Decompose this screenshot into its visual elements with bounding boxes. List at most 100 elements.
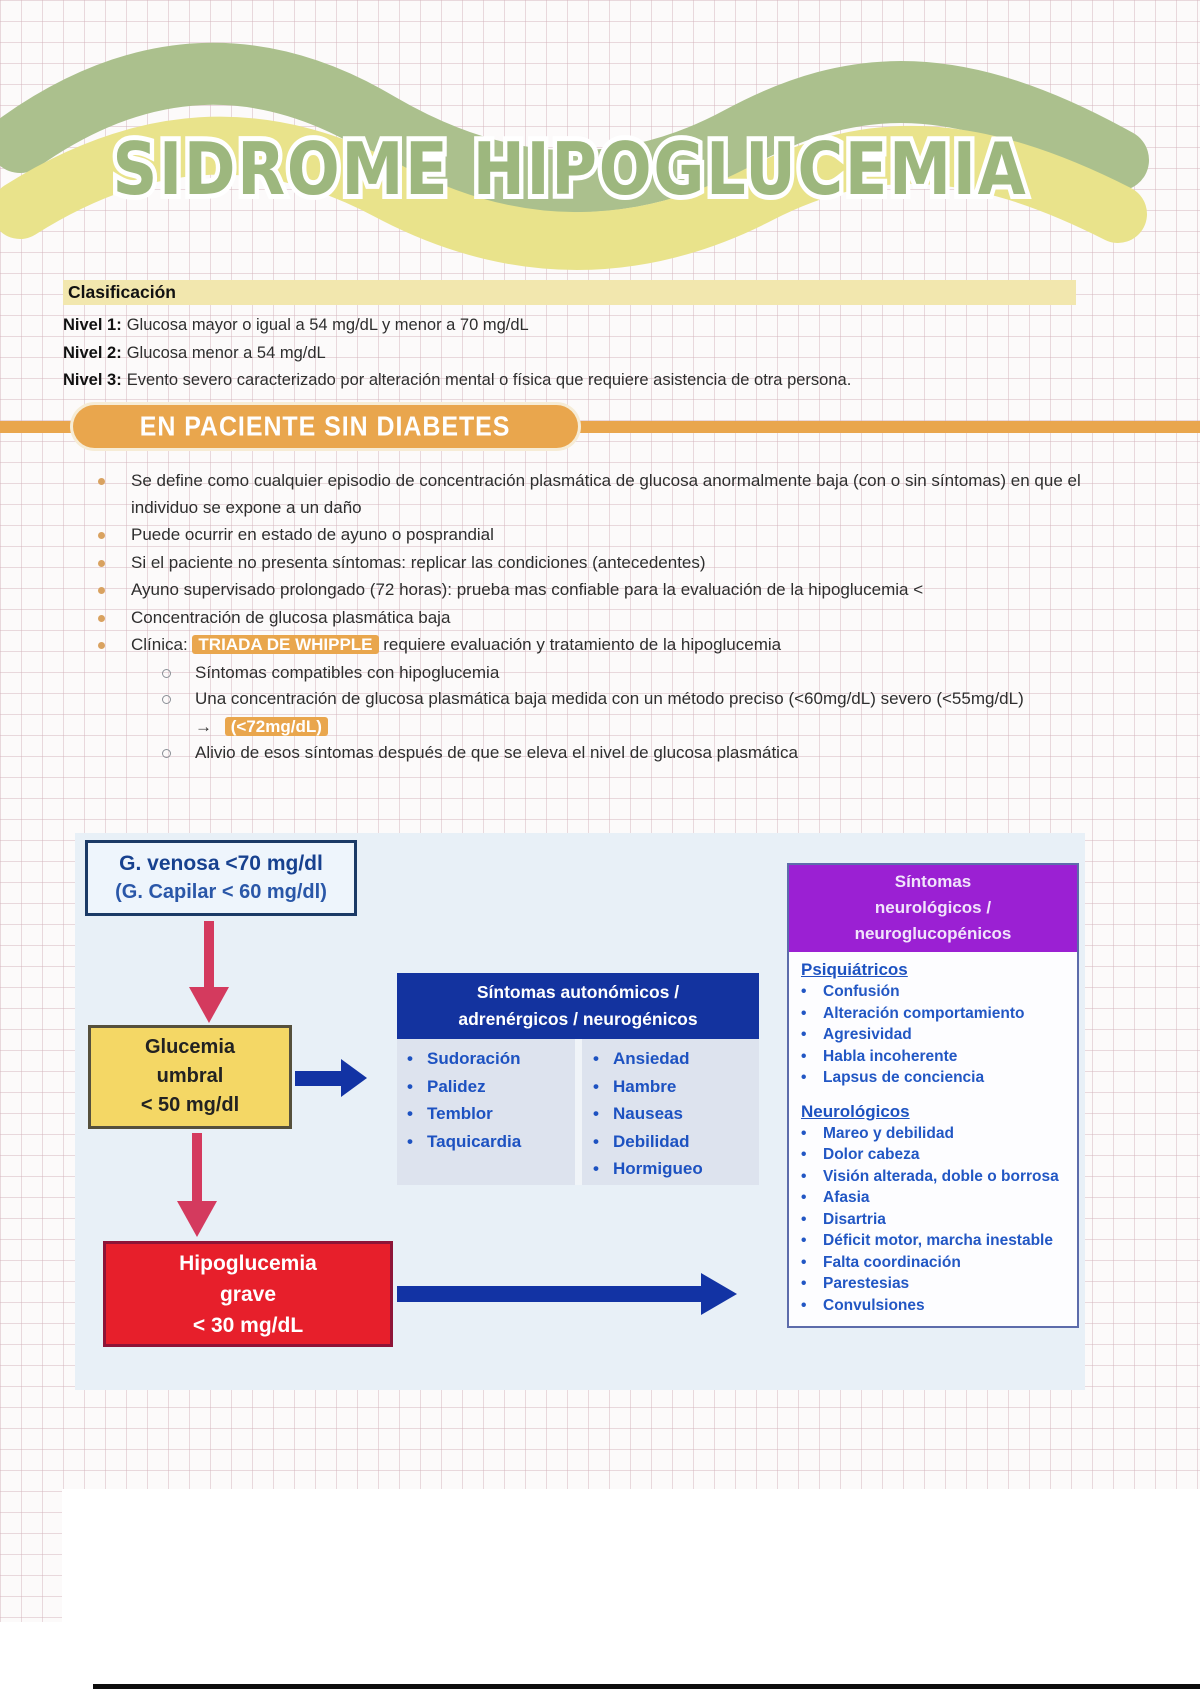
circle-bullet-icon [162,668,171,678]
threshold-line2: umbral [156,1065,224,1087]
dot-bullet-icon: • [801,1069,807,1086]
sub-list-item: Alivio de esos síntomas después de que s… [162,740,1090,767]
severe-line1: Hipoglucemia [179,1252,317,1275]
list-item: Concentración de glucosa plasmática baja [98,605,1090,632]
dot-bullet-icon: • [801,1124,807,1142]
dot-bullet-icon: • [801,1253,807,1271]
symptom-item: • Dolor cabeza [801,1144,1067,1166]
neurologic-symptoms-panel: Síntomas neurológicos / neuroglucopénico… [787,863,1079,1328]
neuro-header-line1: Síntomas [894,872,972,891]
yellow-wave-ribbon [0,116,1147,270]
neuro-header-line2: neurológicos / [874,898,992,917]
bullet-dot-icon [98,478,105,485]
symptom-text: Palidez [427,1076,486,1096]
symptom-text: Sudoración [427,1049,521,1068]
neurologic-heading: Neurológicos [801,1101,910,1121]
bullet-dot-icon [98,587,105,594]
symptom-item: • Alteración comportamiento [801,1003,1067,1025]
page-title: SIDROME HIPOGLUCEMIA [113,127,1028,211]
symptom-item: • Hambre [593,1073,755,1101]
list-item: Puede ocurrir en estado de ayuno o pospr… [98,522,1090,549]
sub-bullet-list: Síntomas compatibles con hipoglucemia Un… [162,660,1090,767]
symptom-item: • Afasia [801,1187,1067,1209]
sub-bullet-text: Síntomas compatibles con hipoglucemia [195,662,500,682]
classification-heading: Clasificación [63,280,1076,305]
bullet-text: Se define como cualquier episodio de con… [131,471,1081,517]
symptom-item: •Temblor [407,1100,572,1128]
blue-right-arrow-1 [295,1059,367,1097]
symptom-item: • Visión alterada, doble o borrosa [801,1166,1067,1188]
autonomic-left-column: •Sudoración •Palidez •Temblor •Taquicard… [407,1045,572,1155]
list-item: Ayuno supervisado prolongado (72 horas):… [98,577,1090,604]
red-down-arrow-1 [189,921,229,1023]
section-banner: EN PACIENTE SIN DIABETES [73,405,578,448]
symptom-text: Lapsus de conciencia [823,1069,985,1086]
dot-bullet-icon: • [593,1159,599,1178]
red-down-arrow-2 [177,1133,217,1237]
whipple-highlight: TRIADA DE WHIPPLE [192,635,379,654]
column-divider [575,1039,582,1185]
level-1-text: Glucosa mayor o igual a 54 mg/dL y menor… [126,316,529,334]
level-1: Nivel 1:Glucosa mayor o igual a 54 mg/dL… [63,315,1093,335]
level-2: Nivel 2:Glucosa menor a 54 mg/dL [63,343,1093,363]
symptom-text: Agresividad [823,1026,912,1043]
symptom-item: •Sudoración [407,1045,572,1073]
sub-bullet-main: Una concentración de glucosa plasmática … [195,689,1024,708]
symptom-item: •Parestesias [801,1273,1067,1295]
symptom-item: •Palidez [407,1073,572,1101]
neuro-header-line3: neuroglucopénicos [854,924,1012,943]
symptom-item: •Habla incoherente [801,1046,1067,1068]
clinica-prefix: Clínica: [131,635,188,654]
autonomic-header-line1: Síntomas autonómicos / [476,982,680,1002]
bullet-dot-icon [98,559,105,567]
clinica-line: Clínica: TRIADA DE WHIPPLE requiere eval… [131,632,781,659]
bullet-text: Concentración de glucosa plasmática baja [131,607,451,627]
symptom-text: Visión alterada, doble o borrosa [823,1167,1059,1185]
bottom-left-white-area [0,1622,62,1700]
autonomic-header-line2: adrenérgicos / neurogénicos [458,1009,698,1029]
level-3: Nivel 3:Evento severo caracterizado por … [63,370,1093,390]
symptom-text: Confusión [823,983,900,1000]
dot-bullet-icon: • [801,1167,807,1185]
symptom-item: •Falta coordinación [801,1252,1067,1274]
flowchart: G. venosa <70 mg/dl (G. Capilar < 60 mg/… [75,833,1085,1390]
symptom-text: Dolor cabeza [823,1146,920,1163]
dot-bullet-icon: • [801,983,807,1000]
sub-bullet-text: Una concentración de glucosa plasmática … [195,686,1024,740]
bullet-dot-icon [98,642,105,649]
dot-bullet-icon: • [593,1076,599,1096]
section-banner-label: EN PACIENTE SIN DIABETES [140,410,511,442]
bullet-text: Puede ocurrir en estado de ayuno o pospr… [131,525,494,544]
dot-bullet-icon: • [801,1189,807,1206]
symptom-item: •Déficit motor, marcha inestable [801,1230,1067,1252]
dot-bullet-icon: • [801,1296,807,1314]
circle-bullet-icon [162,749,171,758]
dot-bullet-icon: • [801,1275,807,1292]
level-2-label: Nivel 2: [63,343,122,362]
bullet-text: Si el paciente no presenta síntomas: rep… [131,552,706,572]
dot-bullet-icon: • [801,1004,807,1022]
symptom-text: Nauseas [613,1104,683,1123]
symptom-item: • Hormigueo [593,1155,755,1183]
symptom-item: •Nauseas [593,1100,755,1128]
symptom-text: Mareo y debilidad [823,1124,954,1142]
symptom-text: Convulsiones [823,1296,925,1314]
autonomic-right-column: •Ansiedad •Hambre •Nauseas •Debilidad •H… [593,1045,755,1183]
dot-bullet-icon: • [801,1146,807,1163]
arrow-result-line: → (<72mg/dL) [195,714,1024,741]
dot-bullet-icon: • [407,1104,413,1123]
clinica-suffix: requiere evaluación y tratamiento de la … [383,635,782,654]
symptom-text: Alteración comportamiento [823,1004,1025,1022]
dot-bullet-icon: • [801,1026,807,1043]
bullet-list: Se define como cualquier episodio de con… [98,468,1090,767]
threshold-line1: Glucemia [144,1036,236,1058]
symptom-text: Hormigueo [613,1159,703,1178]
symptom-text: Hambre [613,1076,677,1096]
symptom-text: Afasia [823,1189,870,1206]
level-2-text: Glucosa menor a 54 mg/dL [126,343,326,362]
venous-box-line2: (G. Capilar < 60 mg/dl) [115,881,327,903]
venous-glucose-box: G. venosa <70 mg/dl (G. Capilar < 60 mg/… [85,840,357,916]
dot-bullet-icon: • [801,1232,807,1249]
autonomic-symptoms-header: Síntomas autonómicos / adrenérgicos / ne… [397,973,759,1039]
